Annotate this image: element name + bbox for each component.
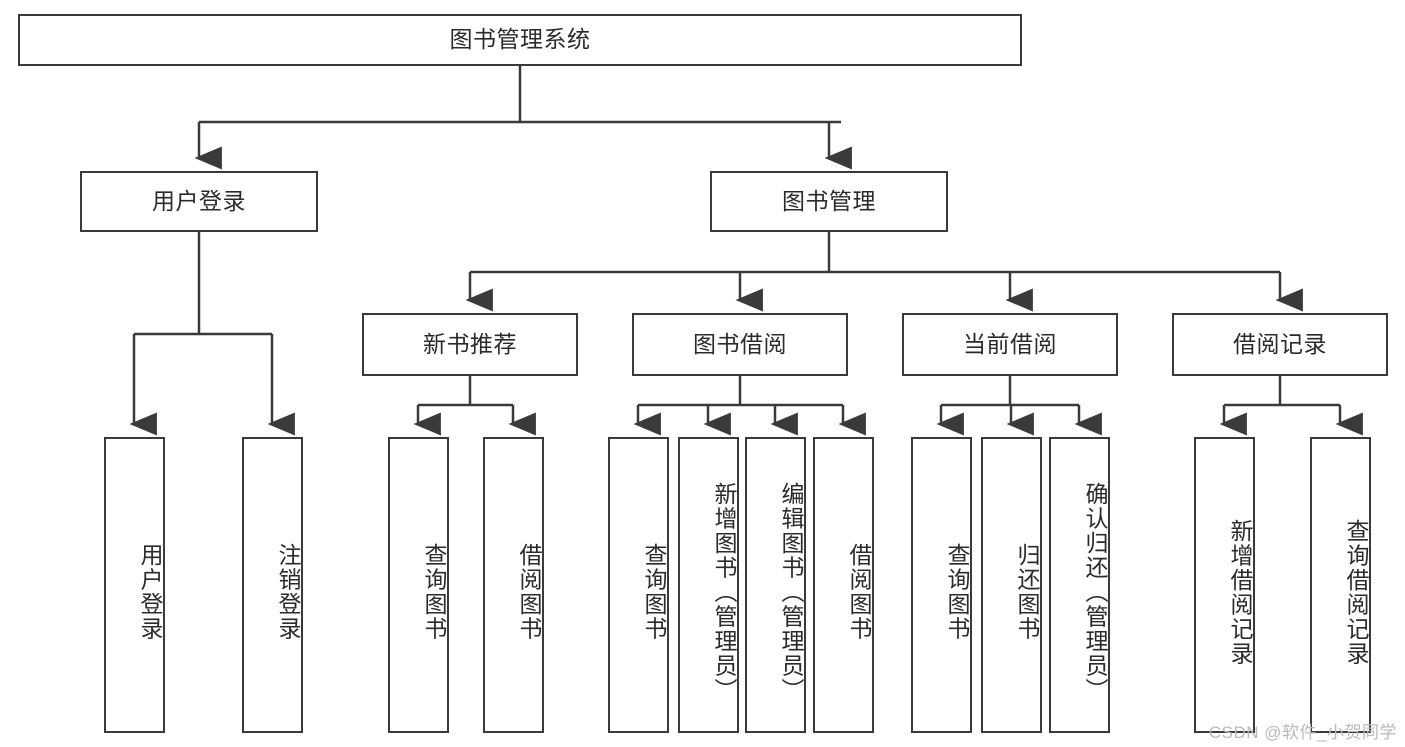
watermark: CSDN @软件_小贺同学 [1208, 723, 1397, 742]
node-book-borrow-label: 图书借阅 [693, 330, 787, 357]
node-leaf-user-login-label: 用户登录 [137, 543, 163, 641]
node-user-login-label: 用户登录 [152, 187, 246, 214]
node-leaf-add-record-label: 新增借阅记录 [1227, 518, 1253, 666]
node-leaf-edit-book-label: 编辑图书（管理员） [778, 481, 804, 703]
node-user-login[interactable]: 用户登录 [80, 171, 318, 232]
node-leaf-user-login[interactable]: 用户登录 [104, 437, 165, 733]
node-leaf-edit-book[interactable]: 编辑图书（管理员） [745, 437, 806, 733]
node-new-book-rec-label: 新书推荐 [423, 330, 517, 357]
node-leaf-borrow-book-label: 借阅图书 [846, 543, 872, 641]
node-current-borrow-label: 当前借阅 [963, 330, 1057, 357]
node-book-manage-label: 图书管理 [782, 187, 876, 214]
node-current-borrow[interactable]: 当前借阅 [902, 313, 1118, 376]
node-leaf-borrow-book-rec[interactable]: 借阅图书 [483, 437, 544, 733]
node-leaf-return-book-label: 归还图书 [1014, 543, 1040, 641]
node-leaf-query-book-rec[interactable]: 查询图书 [388, 437, 449, 733]
node-root[interactable]: 图书管理系统 [18, 14, 1022, 66]
node-leaf-user-logout-label: 注销登录 [275, 543, 301, 641]
node-leaf-user-logout[interactable]: 注销登录 [242, 437, 303, 733]
node-book-manage[interactable]: 图书管理 [710, 171, 948, 232]
node-borrow-record-label: 借阅记录 [1233, 330, 1327, 357]
node-leaf-add-book-label: 新增图书（管理员） [711, 481, 737, 703]
node-leaf-borrow-book-rec-label: 借阅图书 [516, 543, 542, 641]
node-leaf-confirm-return-label: 确认归还（管理员） [1082, 481, 1108, 703]
node-leaf-query-book-rec-label: 查询图书 [421, 543, 447, 641]
node-leaf-borrow-book[interactable]: 借阅图书 [813, 437, 874, 733]
node-leaf-add-book[interactable]: 新增图书（管理员） [678, 437, 739, 733]
node-leaf-query-book-cur[interactable]: 查询图书 [911, 437, 972, 733]
node-root-label: 图书管理系统 [449, 26, 591, 53]
node-leaf-query-record-label: 查询借阅记录 [1343, 518, 1369, 666]
node-leaf-query-book-cur-label: 查询图书 [944, 543, 970, 641]
node-leaf-query-book-borrow-label: 查询图书 [641, 543, 667, 641]
node-new-book-rec[interactable]: 新书推荐 [362, 313, 578, 376]
node-leaf-return-book[interactable]: 归还图书 [981, 437, 1042, 733]
node-leaf-query-book-borrow[interactable]: 查询图书 [608, 437, 669, 733]
node-borrow-record[interactable]: 借阅记录 [1172, 313, 1388, 376]
node-leaf-confirm-return[interactable]: 确认归还（管理员） [1049, 437, 1110, 733]
node-leaf-query-record[interactable]: 查询借阅记录 [1310, 437, 1371, 733]
node-leaf-add-record[interactable]: 新增借阅记录 [1194, 437, 1255, 733]
node-book-borrow[interactable]: 图书借阅 [632, 313, 848, 376]
